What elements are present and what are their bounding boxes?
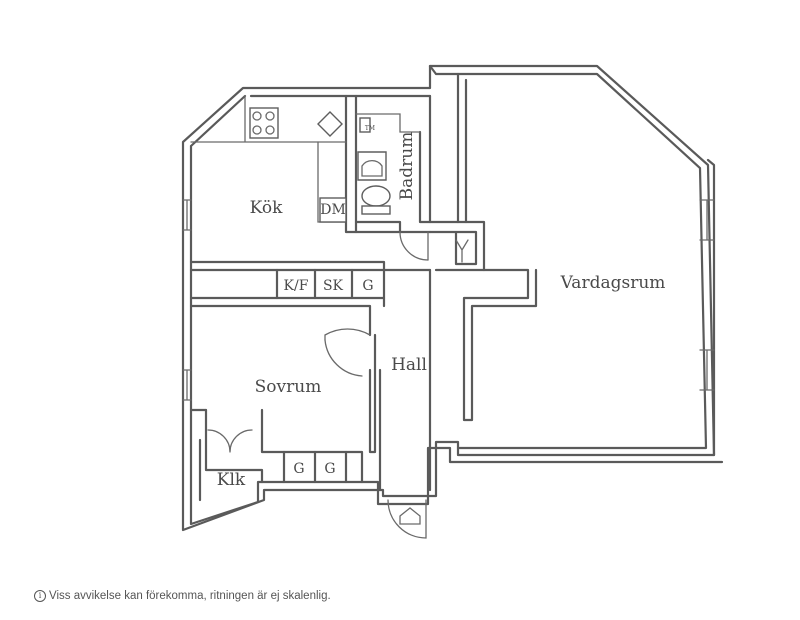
room-label-kitchen: Kök [250, 198, 283, 218]
room-label-bathroom: Badrum [397, 132, 417, 201]
washbasin [357, 151, 387, 181]
wardrobe-g-bedroom-1-label: G [293, 461, 304, 477]
wardrobe-g-bedroom-2-label: G [324, 461, 335, 477]
room-label-living-room: Vardagsrum [560, 273, 666, 293]
toilet-tank [361, 205, 391, 215]
washing-machine [359, 117, 371, 133]
stove-burner [252, 111, 262, 121]
dishwasher [319, 197, 347, 223]
stove-burner [252, 125, 262, 135]
disclaimer-text: Viss avvikelse kan förekomma, ritningen … [49, 590, 331, 602]
stove-burner [265, 111, 275, 121]
outer-walls [181, 64, 724, 532]
washing-machine-label: TM [365, 125, 375, 132]
room-label-hall: Hall [391, 355, 427, 375]
wardrobe-g-hall-label: G [362, 278, 373, 294]
interior-walls [189, 72, 538, 502]
kitchen-sink [317, 111, 343, 137]
stove-burner [265, 125, 275, 135]
wardrobe-sk-label: SK [323, 278, 344, 294]
doors [207, 231, 469, 539]
wardrobe-kf-label: K/F [284, 278, 309, 294]
kitchen-fixtures: DM [190, 95, 347, 223]
room-label-bedroom: Sovrum [255, 377, 322, 397]
windows [182, 199, 715, 401]
toilet [361, 185, 391, 207]
wardrobes: K/F SK G G G [284, 278, 374, 477]
bathroom-fixtures: TM [355, 113, 421, 215]
dishwasher-label: DM [320, 202, 346, 218]
room-label-closet: Klk [217, 470, 246, 490]
disclaimer: i Viss avvikelse kan förekomma, ritninge… [34, 590, 331, 602]
room-labels: Kök Badrum Vardagsrum Sovrum Hall Klk [217, 132, 666, 490]
info-icon: i [34, 590, 46, 602]
